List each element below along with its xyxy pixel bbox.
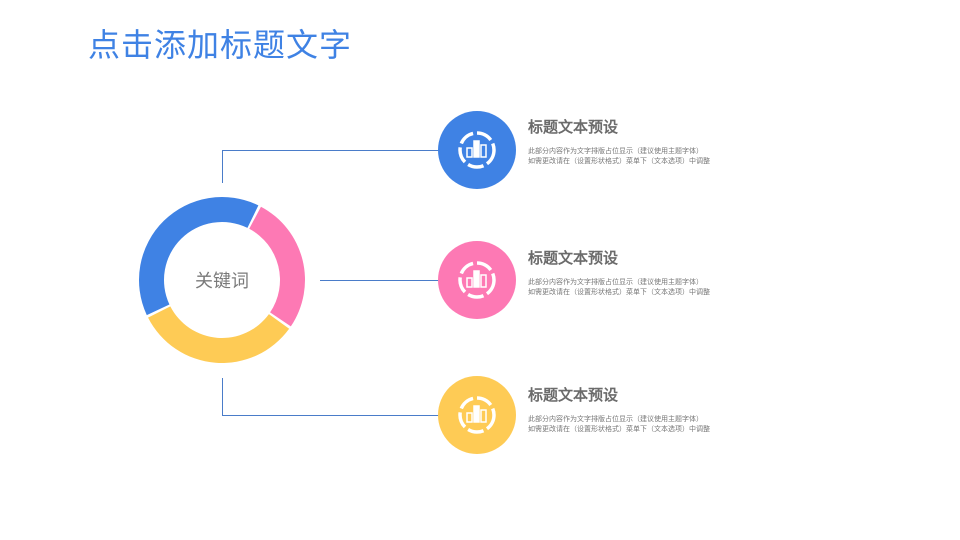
donut-segment-pink	[249, 206, 305, 327]
keyword-donut	[139, 197, 305, 363]
icon-circle-1	[438, 111, 516, 189]
item-3: 标题文本预设 此部分内容作为文字排版占位显示（建议使用主题字体） 如需更改请在（设…	[528, 384, 710, 434]
item-desc-line1: 此部分内容作为文字排版占位显示（建议使用主题字体）	[528, 147, 703, 155]
donut-segment-yellow	[148, 306, 290, 363]
connector-bottom	[222, 378, 440, 416]
icon-circle-2	[438, 241, 516, 319]
item-desc-line2: 如需更改请在（设置形状格式）菜单下（文本选项）中调整	[528, 425, 710, 433]
item-desc-line2: 如需更改请在（设置形状格式）菜单下（文本选项）中调整	[528, 288, 710, 296]
item-2: 标题文本预设 此部分内容作为文字排版占位显示（建议使用主题字体） 如需更改请在（设…	[528, 247, 710, 297]
item-title: 标题文本预设	[528, 249, 619, 267]
bar-chart-icon	[458, 131, 496, 169]
keyword-label: 关键词	[195, 271, 249, 292]
item-desc-line1: 此部分内容作为文字排版占位显示（建议使用主题字体）	[528, 415, 703, 423]
item-title: 标题文本预设	[528, 386, 619, 404]
item-title: 标题文本预设	[528, 118, 619, 136]
donut-segment-blue	[139, 197, 259, 316]
item-desc-line1: 此部分内容作为文字排版占位显示（建议使用主题字体）	[528, 278, 703, 286]
icon-circle-3	[438, 376, 516, 454]
connector-top	[222, 150, 440, 183]
item-1: 标题文本预设 此部分内容作为文字排版占位显示（建议使用主题字体） 如需更改请在（设…	[528, 116, 710, 166]
bar-chart-icon	[458, 396, 496, 434]
bar-chart-icon	[458, 261, 496, 299]
item-desc-line2: 如需更改请在（设置形状格式）菜单下（文本选项）中调整	[528, 157, 710, 165]
page-title: 点击添加标题文字	[88, 26, 353, 64]
